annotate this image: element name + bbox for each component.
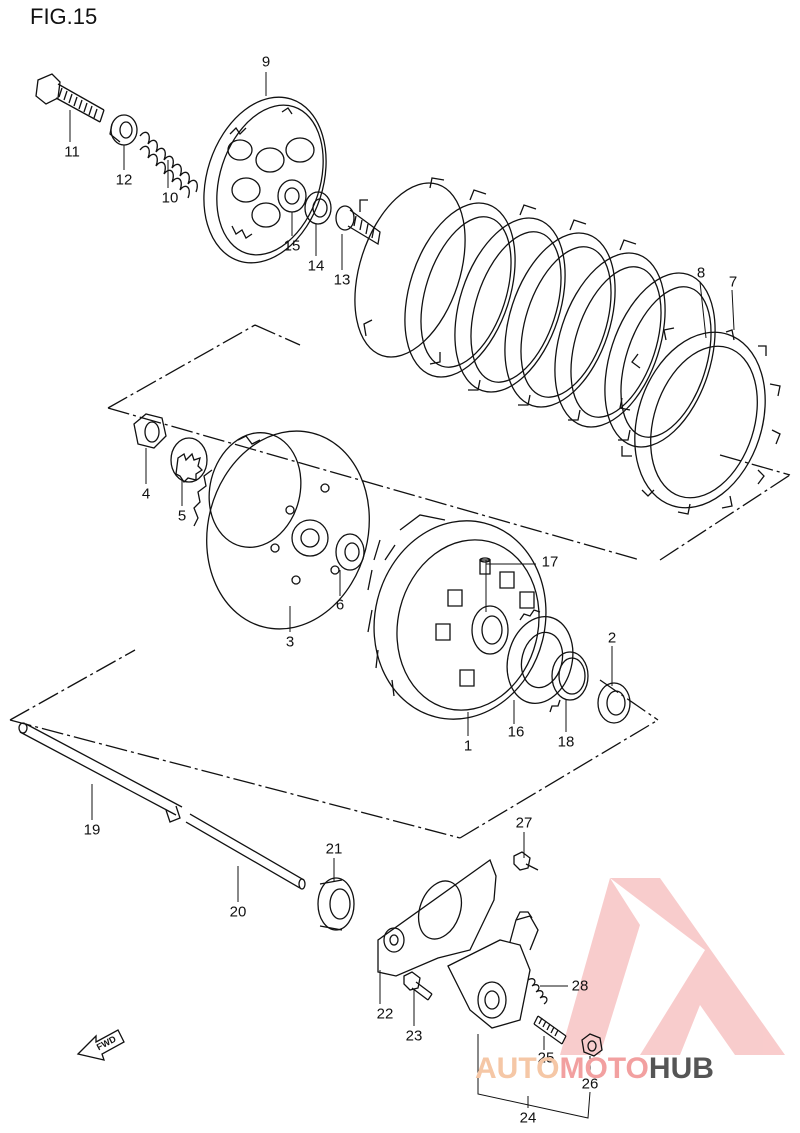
push-rod-20 [186, 814, 305, 889]
callout-17: 17 [541, 553, 559, 571]
callout-26: 26 [581, 1075, 599, 1093]
callout-24: 24 [519, 1109, 537, 1127]
drive-plate-2 [385, 189, 536, 391]
callout-2: 2 [607, 629, 617, 647]
adjust-screw-25 [534, 1016, 566, 1044]
callout-1: 1 [463, 737, 473, 755]
drive-plate-8 [585, 259, 736, 461]
assembly-outline-upper [108, 325, 790, 560]
callout-9: 9 [261, 53, 271, 71]
callout-5: 5 [177, 507, 187, 525]
push-rod-19 [19, 723, 182, 822]
assembly-outline-middle [10, 650, 658, 838]
oil-seal-21 [318, 878, 354, 930]
bolt-11 [36, 74, 104, 122]
release-arm-24 [448, 912, 538, 1028]
callout-23: 23 [405, 1027, 423, 1045]
gasket-cover-22 [378, 860, 496, 976]
callout-12: 12 [115, 171, 133, 189]
callout-14: 14 [307, 257, 325, 275]
washer-6 [336, 534, 364, 570]
automotohub-logo-icon [560, 878, 785, 1055]
callout-7: 7 [728, 273, 738, 291]
drive-plate-1 [335, 169, 486, 371]
spring-10 [140, 132, 197, 198]
callout-16: 16 [507, 723, 525, 741]
forward-arrow-icon [78, 1030, 124, 1060]
push-piece-13 [336, 206, 380, 244]
callout-10: 10 [161, 189, 179, 207]
primary-driven-gear-1 [353, 502, 566, 737]
callout-11: 11 [64, 143, 80, 161]
circlip-18 [552, 652, 588, 700]
callout-27: 27 [515, 814, 533, 832]
driven-plate-1 [435, 204, 586, 406]
callout-22: 22 [376, 1005, 394, 1023]
callout-19: 19 [83, 821, 101, 839]
watermark-part1: AUTO [475, 1052, 560, 1085]
bolt-23 [404, 972, 432, 1000]
drive-plate-7 [613, 315, 787, 525]
spring-28 [528, 979, 547, 1004]
bearing-14 [305, 192, 331, 224]
callout-6: 6 [335, 596, 345, 614]
callout-18: 18 [557, 733, 575, 751]
callout-8: 8 [696, 264, 706, 282]
leader-lines [70, 72, 734, 1118]
nut-4 [134, 414, 166, 448]
callout-4: 4 [141, 485, 151, 503]
watermark-part3: HUB [648, 1052, 714, 1085]
pressure-plate-9 [184, 81, 347, 279]
callout-28: 28 [571, 977, 589, 995]
watermark-part2: MOTO [559, 1052, 649, 1085]
pin-17 [480, 558, 490, 574]
bolt-27 [514, 852, 538, 870]
callout-15: 15 [283, 237, 301, 255]
clutch-plates-stack [335, 169, 787, 525]
lock-washer-5 [171, 438, 207, 482]
callout-25: 25 [537, 1049, 555, 1067]
lock-nut-26 [582, 1034, 602, 1056]
sleeve-hub-3 [186, 414, 390, 647]
watermark-text: AUTOMOTOHUB [475, 1052, 714, 1086]
washer-12 [110, 115, 137, 145]
callout-21: 21 [325, 840, 343, 858]
drive-plate-4 [535, 239, 686, 441]
callout-3: 3 [285, 633, 295, 651]
figure-title: FIG.15 [30, 4, 98, 29]
drive-plate-3 [485, 219, 636, 421]
callout-13: 13 [333, 271, 351, 289]
gear-16 [498, 610, 581, 712]
callout-20: 20 [229, 903, 247, 921]
